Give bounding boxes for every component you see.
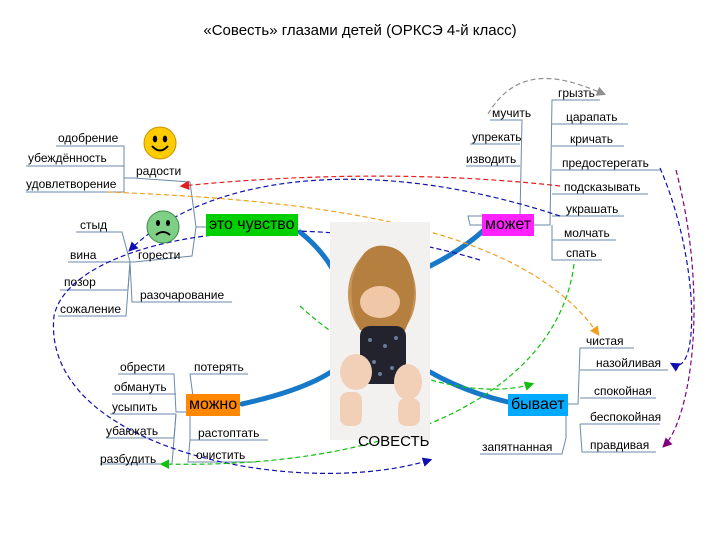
hub-happens: бывает — [508, 394, 568, 416]
word-happens-right-4: правдивая — [590, 438, 649, 452]
sad-smiley-icon — [146, 210, 180, 244]
word-happens-right-3: беспокойная — [590, 410, 661, 424]
word-sorrow-0: стыд — [80, 218, 107, 232]
word-can-left-0: мучить — [492, 106, 531, 120]
word-joy: радости — [136, 164, 181, 178]
hub-can: может — [482, 214, 534, 236]
word-can-right-0: грызть — [558, 86, 595, 100]
word-possible-right-2: очистить — [196, 448, 245, 462]
word-can-right-3: предостерегать — [562, 156, 649, 170]
word-sorrow: горести — [138, 248, 180, 262]
hub-possible: можно — [186, 394, 240, 416]
center-label: СОВЕСТЬ — [358, 433, 430, 450]
word-can-right-5: украшать — [566, 202, 618, 216]
word-possible-right-0: потерять — [194, 360, 244, 374]
word-happens-right-0: чистая — [586, 334, 624, 348]
word-sorrow-3: сожаление — [60, 302, 121, 316]
child-photo — [330, 222, 430, 440]
happy-smiley-icon — [143, 126, 177, 160]
word-can-left-1: упрекать — [472, 130, 522, 144]
word-possible-left-4: разбудить — [100, 452, 156, 466]
word-disappointment: разочарование — [140, 288, 224, 302]
word-happens-left-0: запятнанная — [482, 440, 552, 454]
word-possible-left-1: обмануть — [114, 380, 167, 394]
word-possible-left-3: убаюкать — [106, 424, 158, 438]
word-happens-right-1: назойливая — [596, 356, 661, 370]
word-can-right-6: молчать — [564, 226, 610, 240]
word-can-right-1: царапать — [566, 110, 618, 124]
word-can-right-7: спать — [566, 246, 597, 260]
word-joy-2: удовлетворение — [26, 177, 116, 191]
word-can-right-4: подсказывать — [564, 180, 641, 194]
word-possible-right-1: растоптать — [198, 426, 259, 440]
word-can-right-2: кричать — [570, 132, 613, 146]
word-joy-1: убеждённость — [28, 151, 107, 165]
word-sorrow-2: позор — [64, 275, 96, 289]
word-can-left-2: изводить — [466, 152, 516, 166]
word-happens-right-2: спокойная — [594, 384, 652, 398]
word-sorrow-1: вина — [70, 248, 96, 262]
word-joy-0: одобрение — [58, 131, 118, 145]
hub-feeling: это чувство — [206, 214, 298, 236]
word-possible-left-0: обрести — [120, 360, 165, 374]
word-possible-left-2: усыпить — [112, 400, 157, 414]
